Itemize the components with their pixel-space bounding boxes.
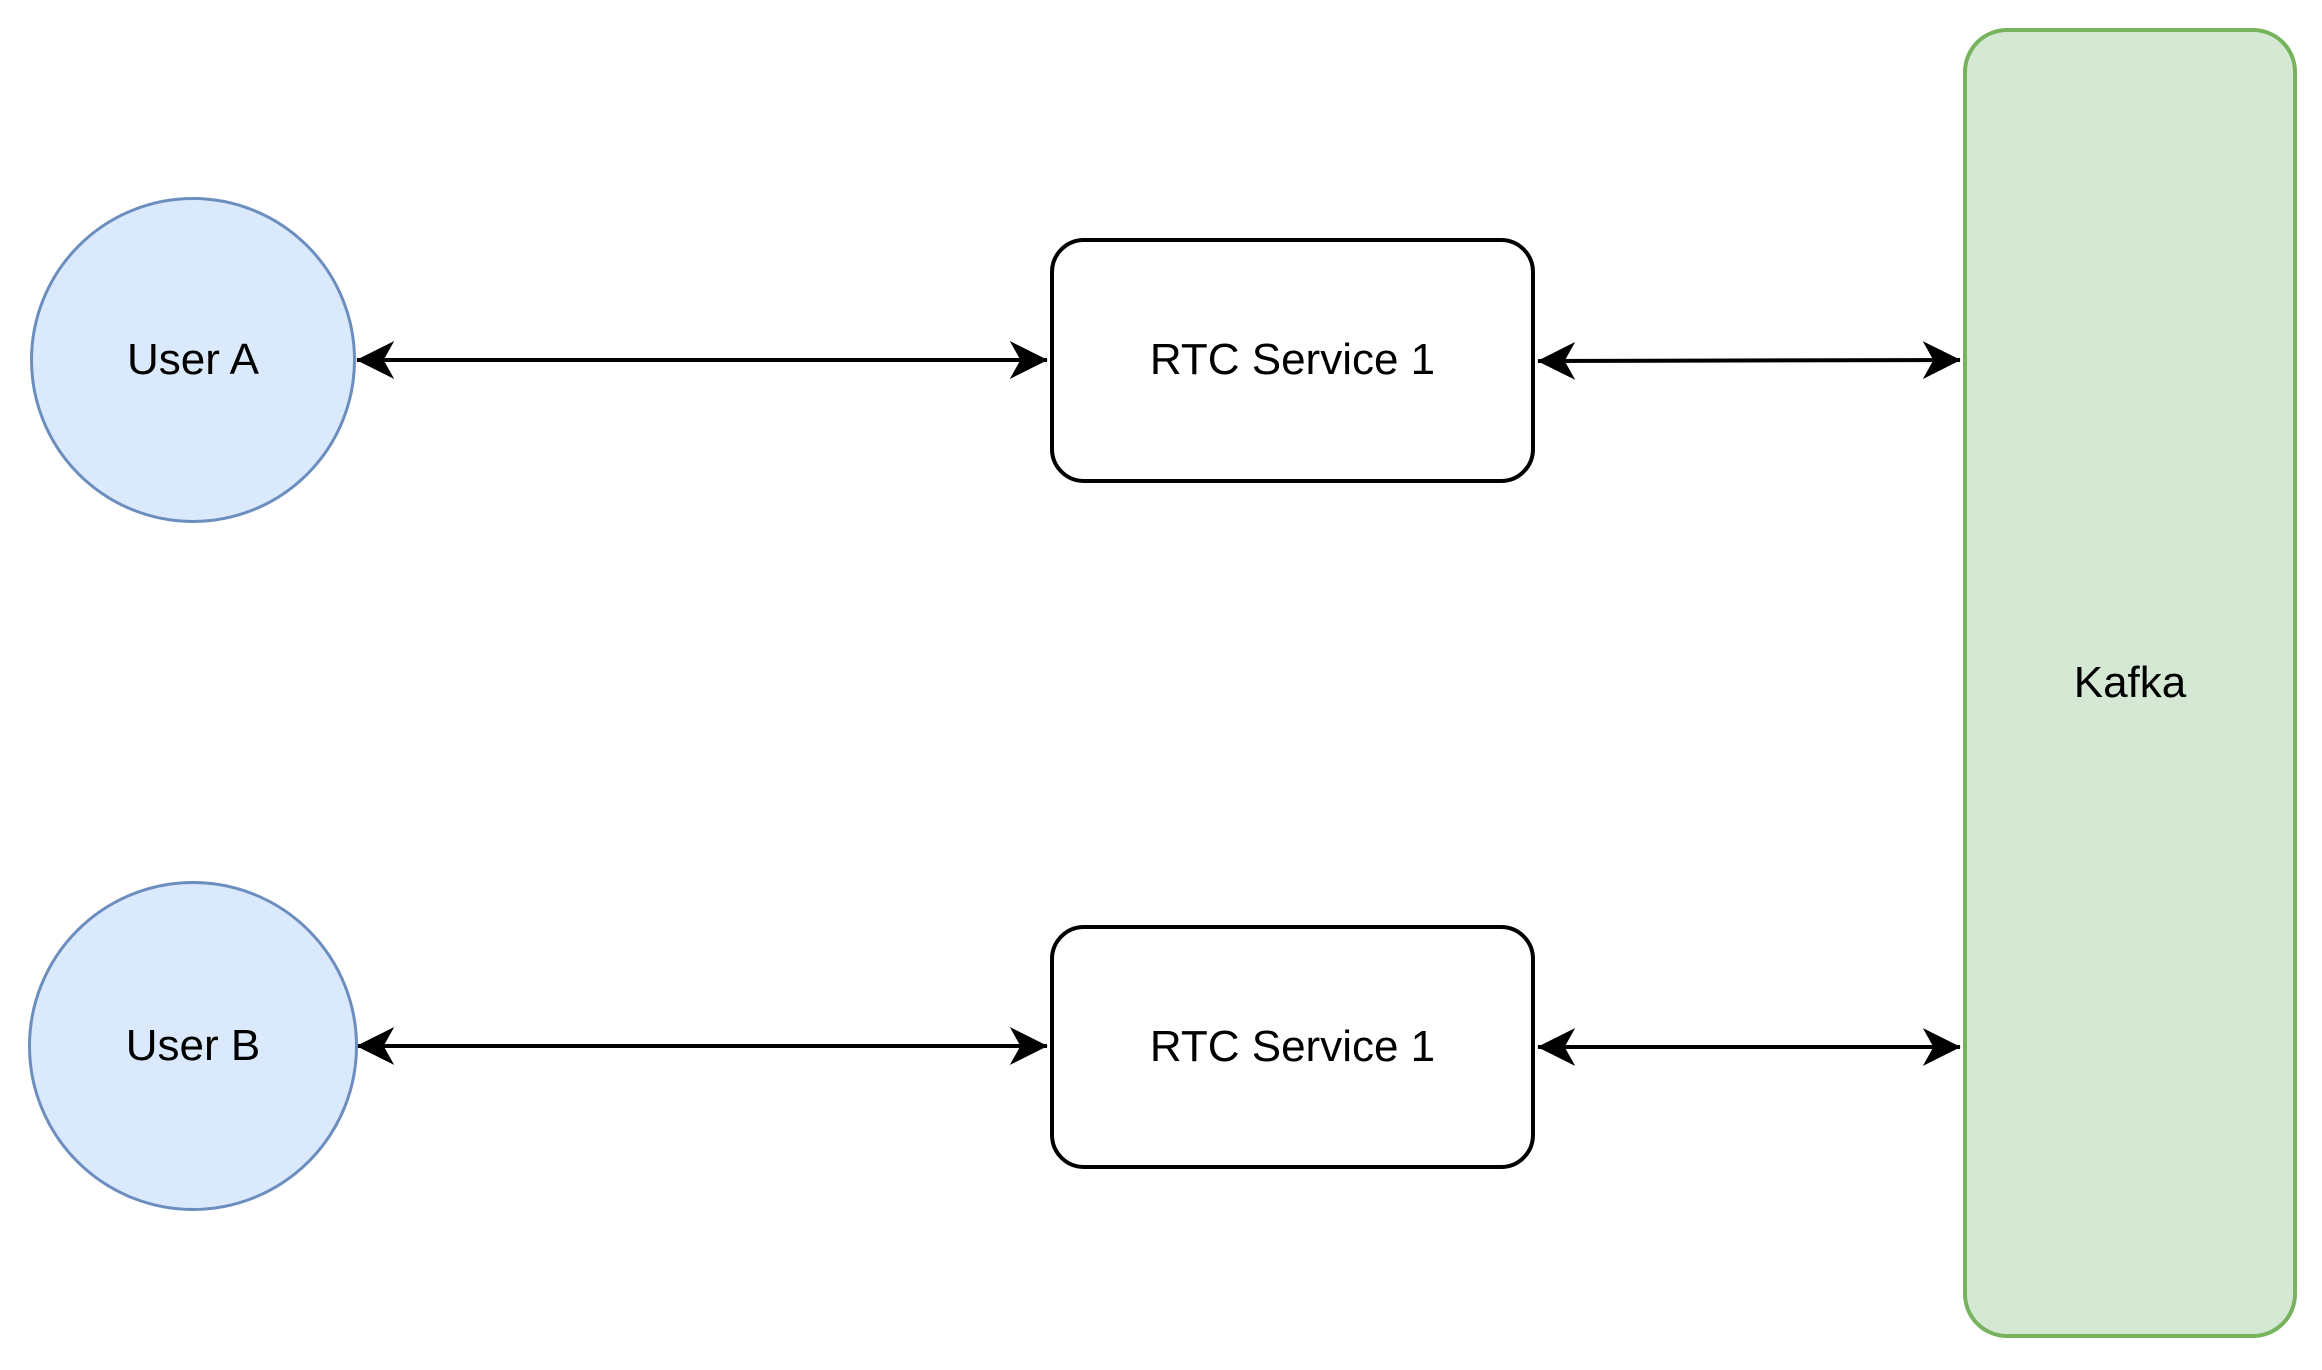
node-kafka-label: Kafka — [2073, 657, 2187, 707]
node-user-b: User B — [28, 881, 358, 1211]
node-rtc-service-bottom-label: RTC Service 1 — [1149, 1021, 1436, 1071]
node-rtc-service-top: RTC Service 1 — [1050, 238, 1535, 483]
node-rtc-service-top-label: RTC Service 1 — [1149, 335, 1436, 385]
node-user-a: User A — [30, 197, 356, 523]
node-rtc-service-bottom: RTC Service 1 — [1050, 925, 1535, 1169]
node-user-b-label: User B — [125, 1020, 261, 1070]
edge-rtc-service-top--kafka — [1537, 341, 1961, 380]
node-kafka: Kafka — [1963, 28, 2297, 1338]
node-user-a-label: User A — [126, 334, 260, 384]
